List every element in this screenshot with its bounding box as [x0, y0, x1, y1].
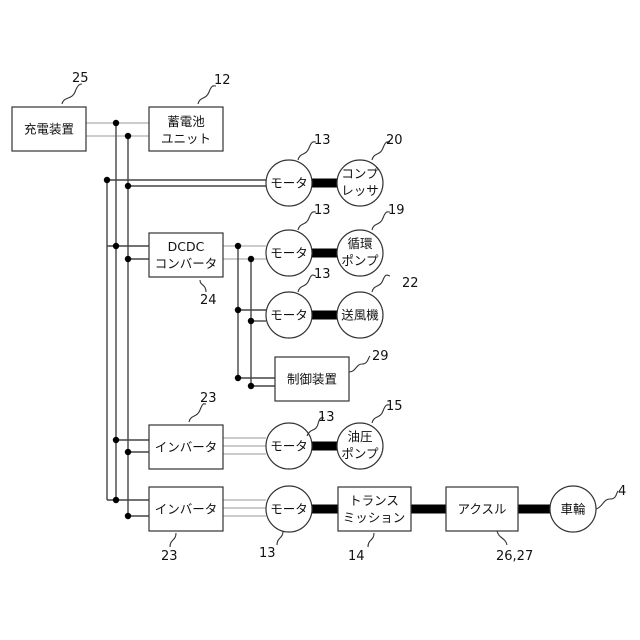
junction-dot [125, 183, 131, 189]
ref-transmission: 14 [348, 549, 365, 564]
ref-compressor: 20 [386, 133, 403, 148]
motor-3-label: モータ [270, 308, 308, 323]
ref-motor-2: 13 [314, 203, 331, 218]
junction-dot [113, 120, 119, 126]
junction-dot [235, 307, 241, 313]
battery-label-line1: 蓄電池 [167, 114, 205, 129]
wheel-label: 車輪 [560, 502, 586, 517]
compressor-label-line1: コンプ [341, 166, 379, 181]
ref-motor-3: 13 [314, 267, 331, 282]
ref-dcdc: 24 [200, 293, 217, 308]
motor-1-label: モータ [270, 176, 308, 191]
controller: 制御装置 [275, 357, 349, 401]
inverter-1-label: インバータ [155, 440, 218, 455]
dcdc-label-line2: コンバータ [155, 256, 218, 271]
junction-dot [125, 133, 131, 139]
motor-5-label: モータ [270, 502, 308, 517]
ref-charger: 25 [72, 71, 89, 86]
junction-dot [113, 437, 119, 443]
hydraulic-pump-label-line1: 油圧 [347, 429, 372, 444]
compressor-label-line2: レッサ [341, 183, 379, 198]
circulation-pump-label-line1: 循環 [347, 236, 373, 251]
junction-dot [113, 497, 119, 503]
motor-4-label: モータ [270, 439, 308, 454]
charger: 充電装置 [12, 107, 86, 151]
junction-dot [248, 318, 254, 324]
inverter-2: インバータ [149, 487, 223, 531]
motor-2: モータ [266, 230, 312, 276]
motor-5: モータ [266, 486, 312, 532]
ref-battery: 12 [214, 73, 231, 88]
transmission: トランス ミッション [338, 487, 411, 531]
ref-motor-5: 13 [259, 546, 276, 561]
junction-dot [125, 256, 131, 262]
ref-motor-1: 13 [314, 133, 331, 148]
wheel: 車輪 [550, 486, 596, 532]
junction-dot [248, 383, 254, 389]
axle: アクスル [446, 487, 518, 531]
junction-dot [235, 243, 241, 249]
inverter-2-label: インバータ [155, 502, 218, 517]
ref-hydraulic-pump: 15 [386, 399, 403, 414]
ref-motor-4: 13 [318, 410, 335, 425]
junction-dot [125, 513, 131, 519]
motor-4: モータ [266, 423, 312, 469]
compressor: コンプ レッサ [337, 160, 383, 206]
junction-dot [104, 177, 110, 183]
circulation-pump-label-line2: ポンプ [341, 253, 379, 268]
junction-dot [235, 375, 241, 381]
battery-unit: 蓄電池 ユニット [149, 107, 223, 151]
ref-blower: 22 [402, 276, 419, 291]
transmission-label-line2: ミッション [343, 510, 406, 525]
ref-axle: 26,27 [496, 549, 533, 564]
controller-label: 制御装置 [287, 372, 337, 387]
motor-2-label: モータ [270, 246, 308, 261]
ref-circulation-pump: 19 [388, 203, 405, 218]
ref-inverter-1: 23 [200, 391, 217, 406]
ref-wheel: 4 [618, 484, 626, 499]
junction-dot [113, 243, 119, 249]
inverter-1: インバータ [149, 425, 223, 469]
ref-controller: 29 [372, 349, 389, 364]
motor-1: モータ [266, 160, 312, 206]
hydraulic-pump: 油圧 ポンプ [337, 423, 383, 469]
axle-label: アクスル [457, 502, 506, 517]
motor-3: モータ [266, 292, 312, 338]
transmission-label-line1: トランス [349, 493, 399, 508]
blower-label: 送風機 [341, 308, 379, 323]
charger-label: 充電装置 [24, 122, 74, 137]
ref-inverter-2: 23 [161, 549, 178, 564]
hydraulic-pump-label-line2: ポンプ [341, 446, 379, 461]
circulation-pump: 循環 ポンプ [337, 230, 383, 276]
dcdc-converter: DCDC コンバータ [149, 233, 223, 277]
blower: 送風機 [337, 292, 383, 338]
dcdc-label-line1: DCDC [168, 239, 205, 254]
junction-dot [125, 449, 131, 455]
junction-dot [248, 256, 254, 262]
battery-label-line2: ユニット [161, 131, 211, 146]
